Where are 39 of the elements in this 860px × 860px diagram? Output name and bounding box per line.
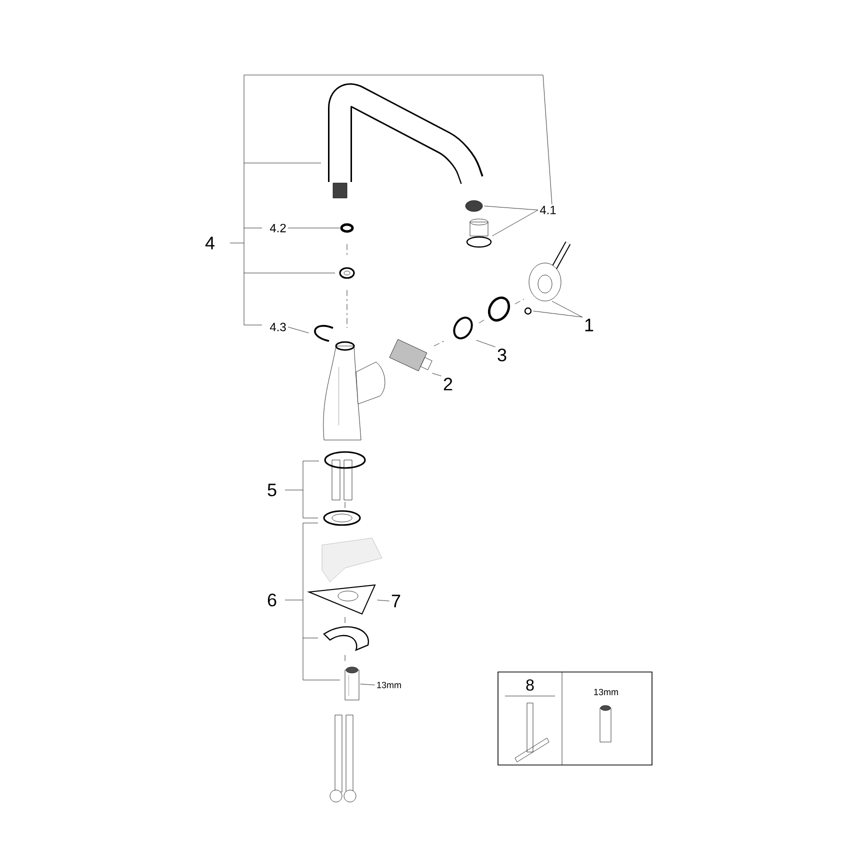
clip-drawing — [314, 324, 334, 342]
leader-line — [552, 301, 582, 318]
callout-number: 4.2 — [268, 222, 288, 234]
callout-number: 7 — [390, 593, 402, 609]
callout-number: 5 — [268, 484, 276, 496]
leader-line — [533, 310, 582, 318]
tool-panel: 8 13mm — [498, 672, 652, 766]
leader-line — [288, 326, 309, 334]
tap-body-drawing — [323, 341, 386, 440]
spout-drawing — [328, 83, 484, 198]
nut-sleeve-drawing — [344, 666, 360, 700]
washer-drawing — [324, 451, 366, 500]
callout-number: 1 — [582, 317, 596, 333]
countertop-drawing — [322, 538, 382, 582]
callout-number: 13mm — [375, 680, 403, 690]
leader-line — [377, 600, 390, 602]
callout-number: 2 — [442, 376, 454, 392]
hose-drawing — [330, 714, 356, 802]
threaded-ring-drawing — [453, 316, 473, 340]
leader-line — [476, 340, 496, 348]
callout-number: 4 — [205, 236, 214, 250]
screw-drawing — [524, 307, 532, 315]
leader-line — [484, 206, 538, 210]
ring-drawing — [339, 267, 355, 279]
callout-number: 3 — [496, 347, 508, 363]
callout-number: 4.1 — [538, 204, 558, 216]
cartridge-drawing — [389, 339, 432, 372]
callout-number: 6 — [268, 594, 276, 606]
horseshoe-drawing — [323, 626, 369, 651]
leader-line — [492, 210, 538, 236]
cover-ring-drawing — [488, 296, 510, 322]
callout-number: 4.3 — [268, 321, 288, 333]
o-ring-drawing — [340, 223, 354, 233]
leader-line — [360, 684, 375, 686]
leader-line — [432, 373, 442, 376]
aerator-housing-drawing — [466, 218, 492, 248]
washer-drawing — [323, 510, 361, 526]
handle-drawing — [528, 242, 571, 302]
aerator-drawing — [465, 200, 483, 212]
